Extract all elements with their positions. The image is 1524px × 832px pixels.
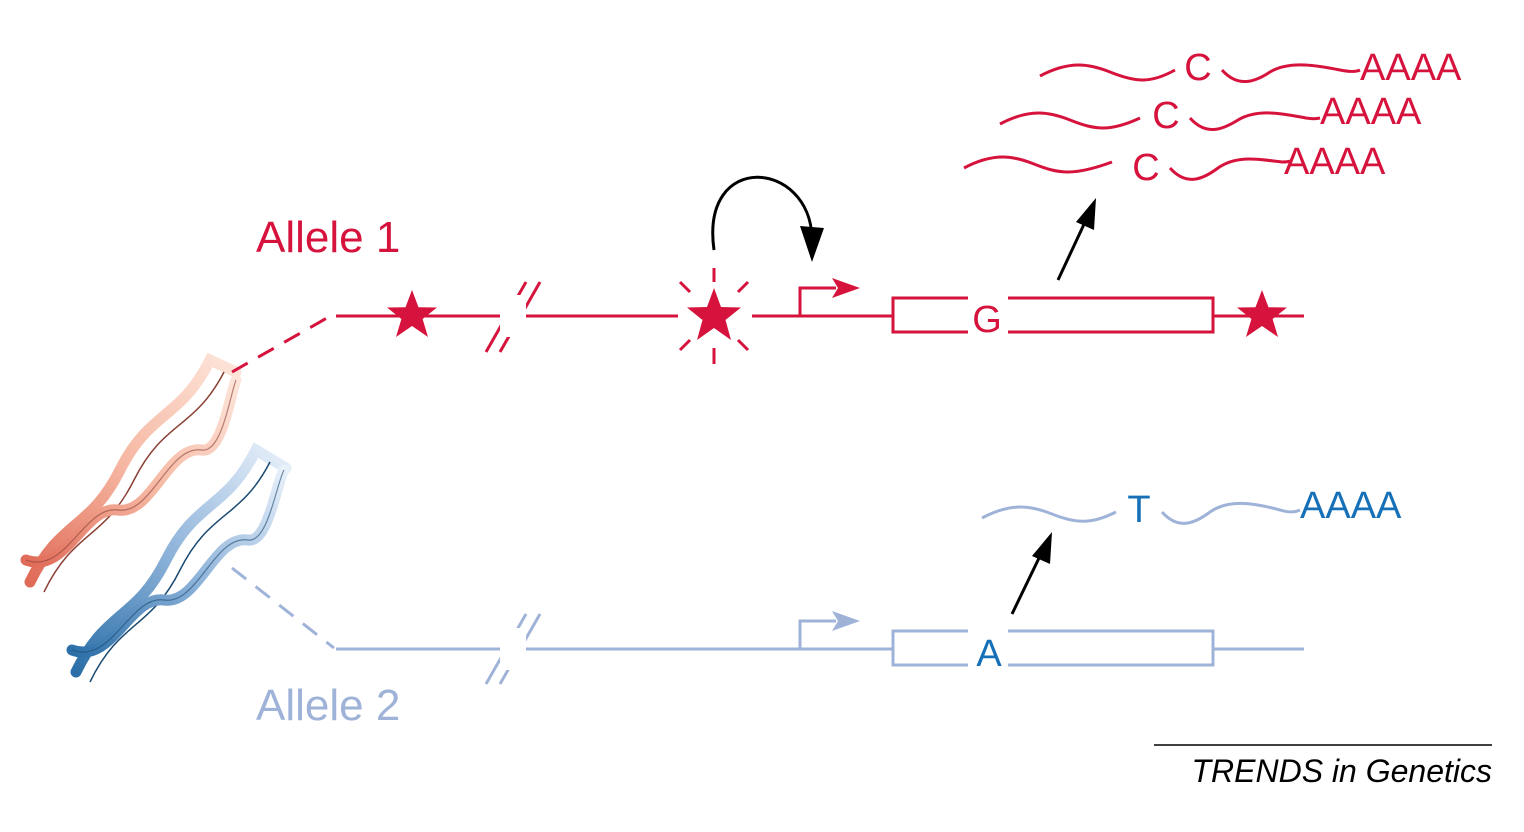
allele2-label: Allele 2 — [256, 681, 400, 730]
loop-arrowhead-icon — [800, 226, 824, 262]
mrna-transcript: T AAAA — [981, 485, 1402, 531]
transcript-polya-tail: AAAA — [1300, 485, 1402, 527]
mrna-transcript: C AAAA — [999, 91, 1422, 137]
transcript-polya-tail: AAAA — [1360, 47, 1462, 89]
transcript-base: C — [1132, 147, 1159, 189]
transcript-polya-tail: AAAA — [1284, 141, 1386, 183]
star-icon — [387, 290, 437, 337]
star-icon — [1237, 290, 1287, 337]
bent-arrow-icon — [798, 611, 860, 649]
transcript-base: C — [1184, 47, 1211, 89]
mrna-transcript: C AAAA — [963, 141, 1386, 189]
allele1-exon-box — [891, 296, 1215, 334]
allele2-exon-base: A — [976, 633, 1002, 675]
allele1-transcripts: C AAAA C AAAA C AAAA — [963, 47, 1462, 189]
transcript-base: C — [1152, 95, 1179, 137]
journal-credit: TRENDS in Genetics — [1191, 753, 1492, 789]
allele2-gene-track: A Allele 2 — [231, 532, 1304, 730]
allele2-transcription-arrow — [1010, 555, 1042, 615]
bent-arrow-icon — [798, 278, 860, 316]
arrowhead-icon — [1032, 532, 1052, 564]
allele1-connector-dashed — [231, 312, 335, 374]
allele2-transcripts: T AAAA — [981, 485, 1402, 531]
burst-star-icon — [664, 268, 768, 364]
allele1-exon-base: G — [972, 299, 1002, 341]
dna-helix-allele2-icon — [66, 442, 292, 683]
mrna-transcript: C AAAA — [1039, 47, 1462, 89]
transcript-base: T — [1127, 489, 1150, 531]
transcript-polya-tail: AAAA — [1320, 91, 1422, 133]
arrowhead-icon — [1076, 198, 1096, 230]
allele1-transcription-arrow — [1056, 219, 1088, 281]
regulatory-loop-arrow — [711, 175, 814, 251]
allele2-connector-dashed — [231, 566, 335, 650]
dna-helix-allele1-icon — [20, 352, 242, 593]
allele1-gene-track: G Allele 1 — [231, 175, 1304, 374]
allele1-label: Allele 1 — [256, 213, 400, 262]
allele2-exon-box — [891, 629, 1215, 667]
